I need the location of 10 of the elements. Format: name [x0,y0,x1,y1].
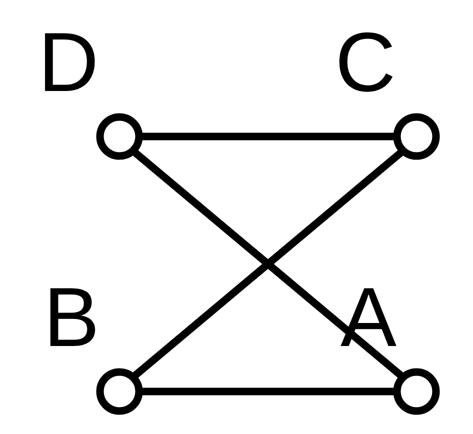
node-circle [96,112,143,160]
node-circle [393,112,440,160]
node-label: C [335,14,396,109]
node-circle [393,368,440,414]
connector [130,147,406,380]
node-circle [96,368,143,414]
node-label: D [38,14,99,109]
connector [139,387,396,395]
connector [139,132,396,140]
node-label: B [43,270,100,364]
